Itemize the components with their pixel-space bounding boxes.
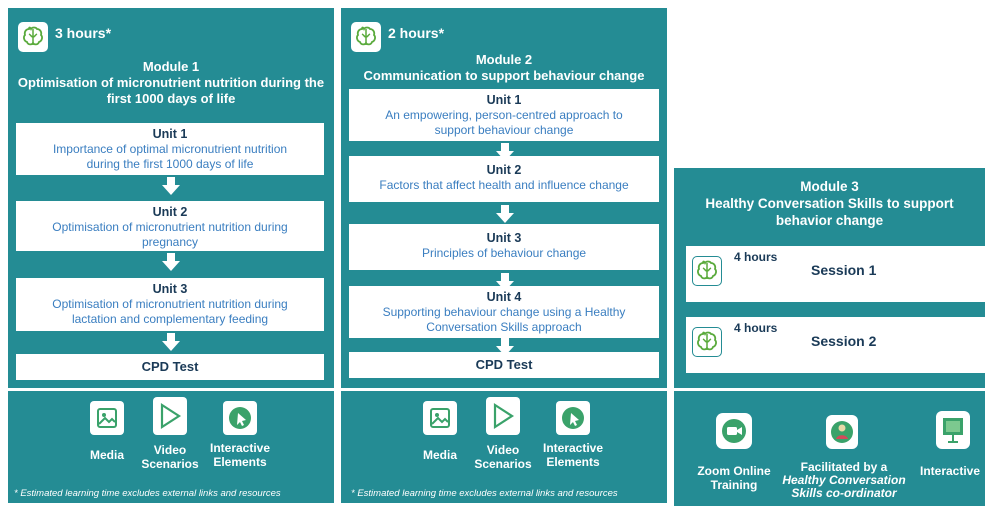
video-label-line2: Scenarios [474, 457, 532, 471]
module-title-line1: Healthy Conversation Skills to support [705, 196, 954, 211]
down-arrow-icon [162, 333, 180, 351]
module-title-line2: first 1000 days of life [106, 91, 236, 106]
media-label: Media [89, 448, 124, 462]
unit-title: Unit 2 [486, 163, 522, 177]
video-scenarios-label: Video Scenarios [138, 443, 202, 471]
zoom-label-line2: Training [710, 478, 758, 492]
session-1-box: 4 hours Session 1 [686, 246, 985, 302]
unit-4-box: Unit 4 Supporting behaviour change using… [349, 286, 659, 338]
unit-title: Unit 1 [486, 93, 522, 107]
interactive-elements-label: Interactive Elements [537, 441, 609, 469]
interactive-elements-label: Interactive Elements [204, 441, 276, 469]
module-3-panel: Module 3 Healthy Conversation Skills to … [674, 168, 985, 388]
unit-desc-line1: Importance of optimal micronutrient nutr… [52, 142, 288, 156]
video-label-line1: Video [153, 443, 187, 457]
module-label: Module 1 [142, 59, 200, 74]
facilitated-line1: Facilitated by a [800, 460, 888, 474]
unit-desc-line2: pregnancy [141, 235, 199, 249]
session-hours: 4 hours [734, 321, 778, 335]
video-label-line1: Video [486, 443, 520, 457]
module-1-panel: 3 hours* Module 1 Optimisation of micron… [8, 8, 334, 388]
unit-desc-line1: Optimisation of micronutrient nutrition … [52, 220, 288, 234]
video-label-line2: Scenarios [141, 457, 199, 471]
module-1-heading: Module 1 Optimisation of micronutrient n… [8, 59, 334, 107]
unit-desc-line2: lactation and complementary feeding [71, 312, 269, 326]
module-3-heading: Module 3 Healthy Conversation Skills to … [674, 178, 985, 229]
footnote: * Estimated learning time excludes exter… [14, 488, 281, 499]
session-name: Session 2 [811, 333, 877, 349]
coordinator-icon [826, 415, 858, 449]
session-hours: 4 hours [734, 250, 778, 264]
unit-desc-line1: An empowering, person-centred approach t… [385, 108, 623, 122]
unit-title: Unit 3 [486, 231, 522, 245]
brain-icon [351, 22, 381, 52]
facilitated-label: Facilitated by a Healthy Conversation Sk… [782, 461, 906, 500]
unit-title: Unit 3 [152, 282, 188, 296]
facilitated-line2: Healthy Conversation [782, 473, 906, 487]
video-camera-icon [716, 413, 752, 449]
unit-2-box: Unit 2 Optimisation of micronutrient nut… [16, 201, 324, 251]
facilitated-line3: Skills co-ordinator [791, 486, 897, 500]
module-title-line1: Optimisation of micronutrient nutrition … [17, 75, 325, 90]
media-label: Media [422, 448, 457, 462]
hours-label: 3 hours* [55, 25, 112, 41]
down-arrow-icon [496, 338, 514, 356]
interactive-label-line1: Interactive [542, 441, 604, 455]
unit-desc-line1: Factors that affect health and influence… [379, 178, 629, 192]
brain-icon [692, 256, 722, 286]
unit-1-box: Unit 1 An empowering, person-centred app… [349, 89, 659, 141]
play-icon [486, 397, 520, 435]
video-scenarios-label: Video Scenarios [471, 443, 535, 471]
cpd-test-box: CPD Test [349, 352, 659, 378]
down-arrow-icon [162, 253, 180, 271]
module-2-heading: Module 2 Communication to support behavi… [341, 52, 667, 84]
module-title-line1: Communication to support behaviour chang… [363, 68, 645, 83]
unit-title: Unit 4 [486, 290, 522, 304]
image-icon [423, 401, 457, 435]
unit-desc-line1: Supporting behaviour change using a Heal… [382, 305, 626, 319]
presentation-board-icon [936, 411, 970, 449]
brain-icon [692, 327, 722, 357]
module-2-duration: 2 hours* [351, 22, 444, 52]
cpd-test-box: CPD Test [16, 354, 324, 380]
unit-desc-line2: support behaviour change [434, 123, 574, 137]
interactive-label: Interactive [920, 464, 981, 478]
play-icon [153, 397, 187, 435]
interactive-label-line2: Elements [213, 455, 267, 469]
module-2-panel: 2 hours* Module 2 Communication to suppo… [341, 8, 667, 388]
zoom-label-line1: Zoom Online [697, 464, 771, 478]
interactive-label-line2: Elements [546, 455, 600, 469]
module-1-footer: Media Video Scenarios Interactive Elemen… [8, 391, 334, 503]
down-arrow-icon [496, 205, 514, 223]
unit-title: Unit 2 [152, 205, 188, 219]
unit-3-box: Unit 3 Optimisation of micronutrient nut… [16, 278, 324, 331]
unit-desc-line2: during the first 1000 days of life [86, 157, 254, 171]
unit-desc-line1: Principles of behaviour change [421, 246, 587, 260]
down-arrow-icon [162, 177, 180, 195]
unit-1-box: Unit 1 Importance of optimal micronutrie… [16, 123, 324, 175]
unit-2-box: Unit 2 Factors that affect health and in… [349, 156, 659, 202]
image-icon [90, 401, 124, 435]
interactive-label-line1: Interactive [209, 441, 271, 455]
cursor-click-icon [223, 401, 257, 435]
module-label: Module 3 [800, 179, 859, 194]
module-title-line2: behavior change [775, 213, 884, 228]
brain-icon [18, 22, 48, 52]
module-label: Module 2 [475, 52, 533, 67]
module-1-duration: 3 hours* [18, 22, 111, 52]
unit-3-box: Unit 3 Principles of behaviour change [349, 224, 659, 270]
session-name: Session 1 [811, 262, 877, 278]
cursor-click-icon [556, 401, 590, 435]
unit-desc-line2: Conversation Skills approach [426, 320, 582, 334]
unit-desc-line1: Optimisation of micronutrient nutrition … [52, 297, 288, 311]
footnote: * Estimated learning time excludes exter… [351, 488, 618, 499]
zoom-training-label: Zoom Online Training [686, 464, 782, 492]
module-2-footer: Media Video Scenarios Interactive Elemen… [341, 391, 667, 503]
hours-label: 2 hours* [388, 25, 445, 41]
unit-title: Unit 1 [152, 127, 188, 141]
session-2-box: 4 hours Session 2 [686, 317, 985, 373]
module-3-footer: Zoom Online Training Facilitated by a He… [674, 391, 985, 506]
